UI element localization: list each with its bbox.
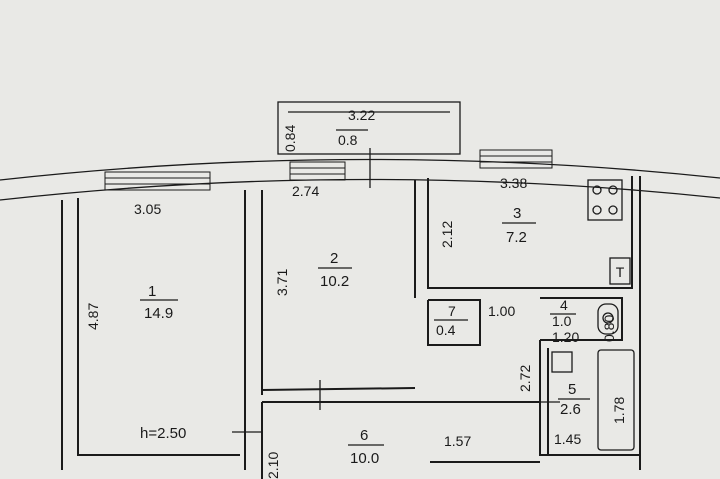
room-4-height: 0.80 (601, 315, 617, 342)
room-7-walls (427, 299, 481, 346)
room-1-area: 14.9 (144, 305, 173, 322)
balcony-area: 0.8 (338, 132, 358, 148)
window-room-2 (289, 161, 346, 181)
window-room-1 (104, 171, 211, 191)
room-6-width: 1.57 (444, 433, 471, 449)
room-6-height: 2.10 (265, 452, 281, 479)
room-6-walls (261, 401, 540, 479)
sink-icon (551, 351, 573, 373)
room-7-number: 7 (448, 303, 456, 319)
balcony-outline (277, 101, 461, 155)
room-2-height: 3.71 (274, 269, 290, 296)
room-7-area: 0.4 (436, 322, 456, 338)
toilet-icon (597, 303, 619, 335)
room-4-width: 1.20 (552, 329, 579, 345)
stove-icon (587, 179, 623, 221)
balcony-width: 3.22 (348, 107, 375, 123)
facade-inner-line (0, 178, 720, 201)
room-1-number: 1 (148, 283, 156, 300)
bathtub-icon (597, 349, 635, 451)
room-6-area: 10.0 (350, 450, 379, 467)
room-6-number: 6 (360, 427, 368, 444)
room-3-number: 3 (513, 205, 521, 222)
room-1-walls (61, 190, 263, 470)
room-1-ceiling: h=2.50 (140, 425, 186, 442)
room-5-height: 1.78 (611, 397, 627, 424)
window-room-3 (479, 149, 553, 169)
room-7-height: 2.72 (517, 365, 533, 392)
room-3-height: 2.12 (439, 221, 455, 248)
facade-outer-line (0, 158, 720, 181)
room-1-height: 4.87 (85, 303, 101, 330)
room-3-walls (427, 176, 633, 289)
room-2-area: 10.2 (320, 273, 349, 290)
balcony-depth: 0.84 (282, 125, 298, 152)
room-3-area: 7.2 (506, 229, 527, 246)
room-4-area: 1.0 (552, 313, 572, 329)
room-7-width: 1.00 (488, 303, 515, 319)
kitchen-unit-symbol: T (616, 264, 625, 280)
room-4-walls (540, 297, 623, 341)
kitchen-unit-icon: T (609, 257, 631, 285)
room-4-number: 4 (560, 297, 568, 313)
room-5-number: 5 (568, 381, 576, 398)
room-3-width: 3.38 (500, 175, 527, 191)
room-2-walls (261, 180, 416, 391)
room-1-width: 3.05 (134, 201, 161, 217)
room-5-area: 2.6 (560, 401, 581, 418)
room-5-width: 1.45 (554, 431, 581, 447)
room-2-width: 2.74 (292, 183, 319, 199)
room-2-number: 2 (330, 250, 338, 267)
